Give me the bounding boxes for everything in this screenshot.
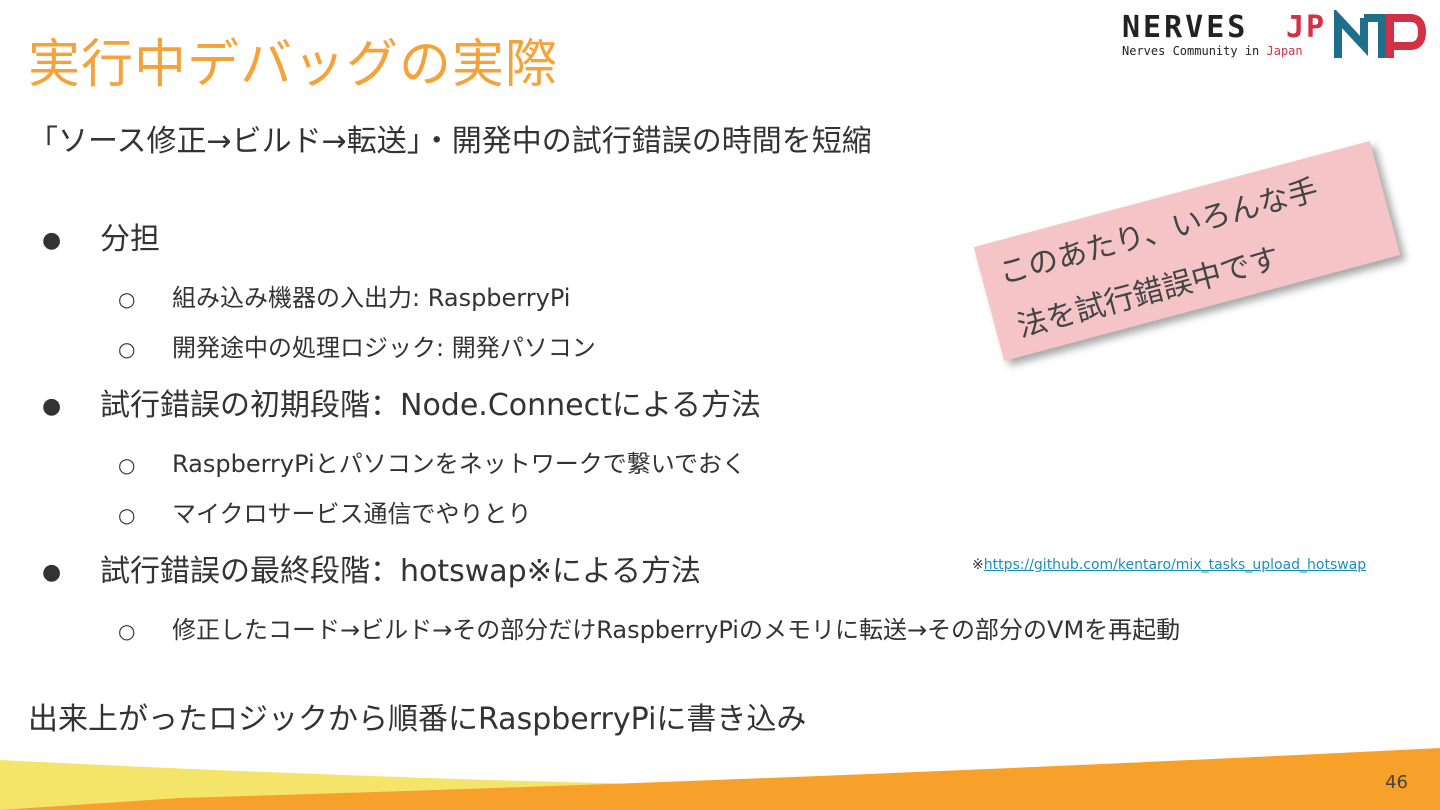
sub-bullet-item: ○組み込み機器の入出力: RaspberryPi [118,284,571,312]
bullet-item: ●分担 [42,222,160,257]
footer-wave-decoration [0,748,1440,810]
logo-np-icon [1334,10,1426,58]
footnote: ※https://github.com/kentaro/mix_tasks_up… [972,557,1366,573]
logo-wordmark: NERVES [1122,10,1249,45]
page-number: 46 [1385,772,1408,793]
bullet-item: ●試行錯誤の最終段階：hotswap※による方法 [42,554,701,589]
summary-text: 出来上がったロジックから順番にRaspberryPiに書き込み [28,702,807,737]
logo-tagline: Nerves Community in Japan [1122,44,1303,58]
sub-bullet-item: ○開発途中の処理ロジック: 開発パソコン [118,334,596,362]
hotswap-repo-link[interactable]: https://github.com/kentaro/mix_tasks_upl… [983,557,1367,573]
sub-bullet-item: ○マイクロサービス通信でやりとり [118,500,532,528]
nerves-jp-logo: NERVES JP Nerves Community in Japan [1120,10,1430,66]
sticky-note-text: このあたり、いろんな手 法を試行錯誤中です [995,172,1322,345]
slide-subtitle: 「ソース修正→ビルド→転送」・開発中の試行錯誤の時間を短縮 [28,124,872,159]
logo-jp-mark: JP [1286,10,1327,45]
sub-bullet-item: ○RaspberryPiとパソコンをネットワークで繋いでおく [118,450,747,478]
bullet-item: ●試行錯誤の初期段階：Node.Connectによる方法 [42,388,761,423]
sub-bullet-item: ○修正したコード→ビルド→その部分だけRaspberryPiのメモリに転送→その… [118,616,1181,644]
slide-title: 実行中デバッグの実際 [28,35,559,95]
footnote-mark: ※ [972,557,984,573]
sticky-note: このあたり、いろんな手 法を試行錯誤中です [973,140,1401,362]
